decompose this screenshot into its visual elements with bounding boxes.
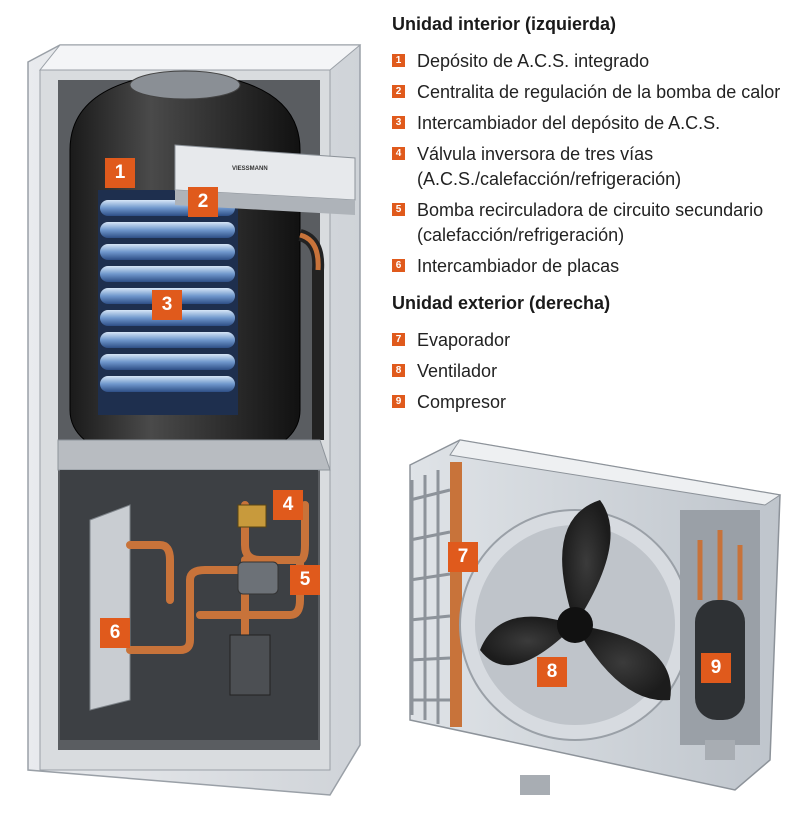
marker-6: 6 bbox=[100, 618, 130, 648]
fan bbox=[480, 500, 671, 701]
marker-8: 8 bbox=[537, 657, 567, 687]
marker-9: 9 bbox=[701, 653, 731, 683]
marker-2: 2 bbox=[188, 187, 218, 217]
outdoor-unit bbox=[409, 439, 782, 795]
brand-logo: VIESSMANN bbox=[232, 166, 268, 172]
indoor-unit-title: Unidad interior (izquierda) bbox=[392, 14, 617, 34]
marker-7: 7 bbox=[448, 542, 478, 572]
marker-4: 4 bbox=[273, 490, 303, 520]
marker-5: 5 bbox=[290, 565, 320, 595]
marker-3: 3 bbox=[152, 290, 182, 320]
evaporator-grid bbox=[409, 470, 451, 724]
outdoor-unit-title: Unidad exterior (derecha) bbox=[392, 293, 611, 313]
indoor-unit: VIESSMANN bbox=[27, 44, 362, 796]
marker-1: 1 bbox=[105, 158, 135, 188]
